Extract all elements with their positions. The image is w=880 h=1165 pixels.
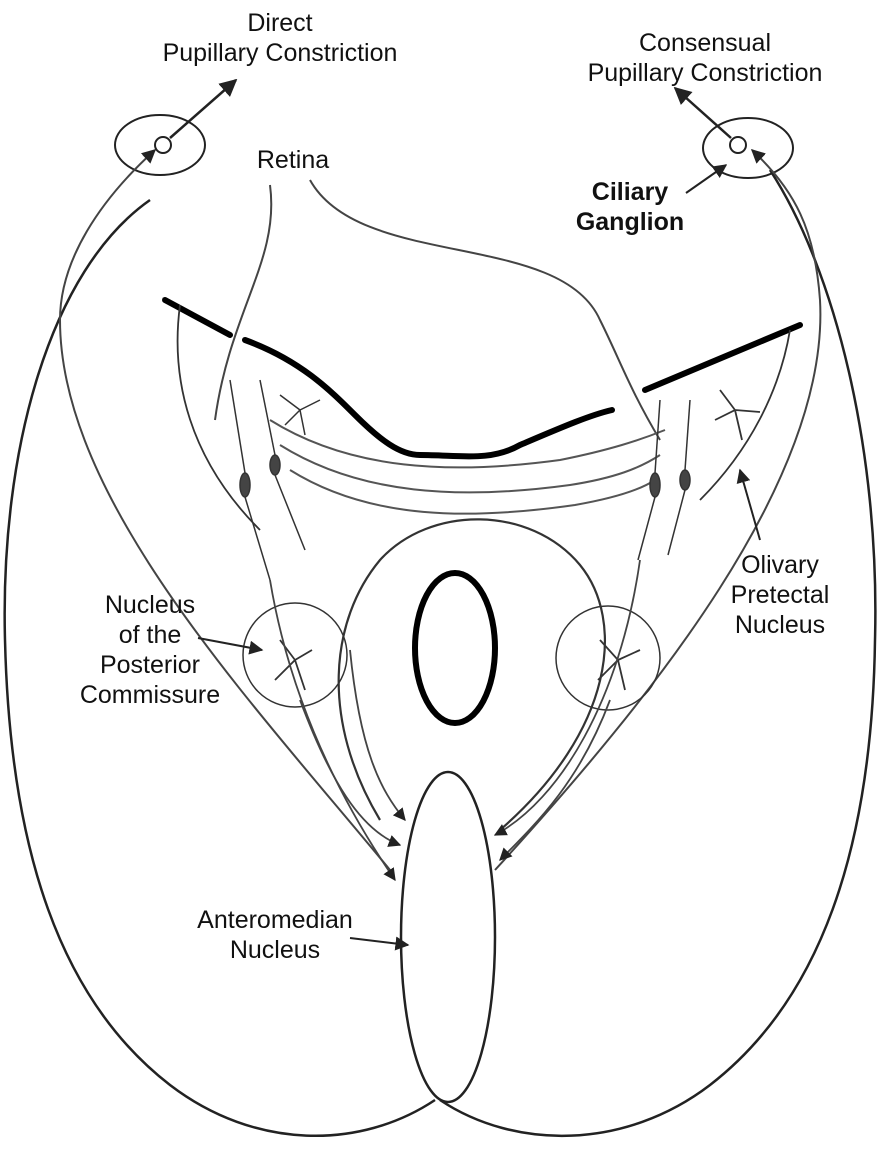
olivary-pretectal-label: Olivary Pretectal Nucleus — [705, 550, 855, 640]
commissural-fiber-1 — [270, 420, 665, 467]
left-eye — [115, 80, 236, 175]
posterior-commissure-nucleus — [243, 603, 347, 707]
consensual-constriction-label: Consensual Pupillary Constriction — [570, 28, 840, 88]
olivary-pointer — [740, 470, 760, 540]
dorsal-surface-left — [165, 300, 230, 335]
direct-constriction-label: Direct Pupillary Constriction — [150, 8, 410, 68]
consensual-constriction-arrow — [675, 88, 731, 138]
anteromedian-nucleus — [401, 772, 495, 1102]
retina-label: Retina — [238, 145, 348, 175]
periaqueductal-loop — [339, 519, 605, 830]
midbrain-outline-right — [440, 170, 875, 1136]
ciliary-ganglion-label: Ciliary Ganglion — [560, 177, 700, 237]
right-pretectal-target — [556, 606, 660, 710]
commissural-fiber-2 — [280, 445, 660, 492]
right-ciliary-ganglion — [730, 137, 746, 153]
left-ciliary-ganglion — [155, 137, 171, 153]
left-efferent-fiber — [60, 150, 390, 870]
right-efferent-fiber — [495, 150, 820, 870]
dorsal-surface-center — [245, 340, 612, 456]
right-pretectal-region — [700, 330, 790, 500]
anteromedian-label: Anteromedian Nucleus — [170, 905, 380, 965]
retina-fiber-left — [215, 185, 271, 420]
cerebral-aqueduct — [415, 573, 495, 723]
right-pretectal-cells — [638, 400, 690, 560]
posterior-commissure-label: Nucleus of the Posterior Commissure — [70, 590, 230, 710]
direct-constriction-arrow — [170, 80, 236, 138]
